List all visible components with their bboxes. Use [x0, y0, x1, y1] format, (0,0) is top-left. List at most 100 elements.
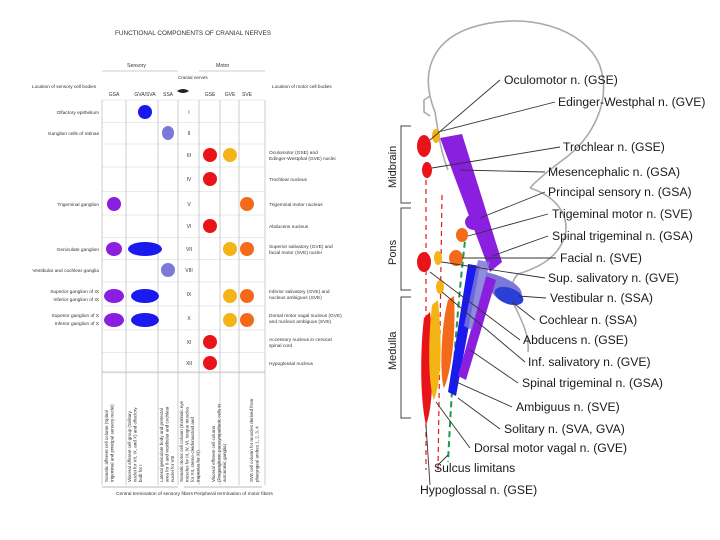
cranial-nerves-header: Cranial nerves	[178, 75, 208, 80]
eye-icon	[177, 89, 189, 93]
footer-peripheral: Peripheral termination of motor fibers	[194, 491, 274, 497]
region-midbrain: Midbrain	[387, 146, 399, 188]
region-medulla: Medulla	[387, 331, 399, 370]
region-brackets	[400, 125, 411, 419]
label-ambiguus: Ambiguus n. (SVE)	[516, 400, 620, 414]
brainstem-diagram: Midbrain Pons Medulla	[387, 20, 705, 497]
motor-location: Trigeminal motor nucleus	[269, 202, 323, 208]
nerve-numeral: IX	[187, 292, 192, 298]
leader-lines	[425, 79, 561, 486]
label-solitary: Solitary n. (SVA, GVA)	[504, 422, 625, 436]
nerve-numeral: III	[187, 153, 191, 159]
motor-location: Hypoglossal nucleus	[269, 361, 314, 367]
superior-salivatory-nucleus	[434, 251, 442, 265]
motor-location: Trochlear nucleus	[269, 177, 308, 183]
nucleus-dot-gse	[203, 356, 217, 370]
nucleus-dot-ssa	[162, 126, 174, 140]
label-vestibular: Vestibular n. (SSA)	[550, 291, 653, 305]
column-note: Lateral geniculate body and pretectalare…	[159, 406, 175, 482]
label-spinal-trigeminal-pons: Spinal trigeminal n. (GSA)	[552, 229, 693, 243]
nerve-numeral: VI	[187, 224, 192, 230]
motor-location-header: Location of motor cell bodies	[272, 84, 332, 89]
column-header-gse: GSE	[205, 92, 216, 98]
nerve-numeral: IV	[187, 177, 192, 183]
column-notes: Somatic afferent cell column (Spinaltrig…	[104, 398, 260, 482]
nerve-numeral: VII	[186, 247, 192, 253]
nucleus-dot-gsa	[107, 197, 121, 211]
sensory-location: Vestibular and cochlear ganglia	[32, 268, 99, 274]
label-spinal-trigeminal-medulla: Spinal trigeminal n. (GSA)	[522, 376, 663, 390]
sensory-location: Trigeminal ganglion	[57, 202, 99, 208]
label-edinger-westphal: Edinger-Westphal n. (GVE)	[558, 95, 705, 109]
ambiguus-nucleus	[441, 296, 455, 388]
sensory-location: Geniculate ganglion	[57, 247, 100, 253]
label-oculomotor: Oculomotor n. (GSE)	[504, 73, 618, 87]
edinger-westphal-nucleus	[432, 129, 440, 143]
nucleus-dot-gva_sva	[138, 105, 152, 119]
nerve-numeral: II	[188, 131, 191, 137]
footer-central: Central termination of sensory fibers	[116, 491, 194, 497]
nucleus-dot-gva_sva	[128, 242, 162, 256]
nucleus-dot-gse	[203, 219, 217, 233]
nerve-numeral: V	[187, 202, 191, 208]
sensory-header: Sensory	[127, 63, 146, 69]
nucleus-dot-sve	[240, 242, 254, 256]
column-note: Somatic afferent cell column (Spinaltrig…	[104, 404, 115, 482]
chart-title: FUNCTIONAL COMPONENTS OF CRANIAL NERVES	[115, 30, 271, 37]
column-header-gsa: GSA	[109, 92, 120, 98]
column-note: Somatic motor cell column (Extrinsic eye…	[179, 400, 201, 482]
nucleus-dot-gve	[223, 148, 237, 162]
nerve-numeral: X	[187, 316, 191, 322]
dorsal-motor-vagal-nucleus	[429, 300, 441, 400]
functional-components-chart: FUNCTIONAL COMPONENTS OF CRANIAL NERVES …	[32, 30, 342, 497]
inferior-salivatory-nucleus	[436, 280, 444, 294]
label-trigeminal-motor: Trigeminal motor n. (SVE)	[552, 207, 692, 221]
motor-location: Abducens nucleus	[269, 224, 309, 230]
sulcus-limitans-line	[447, 231, 467, 463]
column-note: Visceral afferent cell group (Solitarynu…	[127, 407, 143, 482]
nerve-numeral: VIII	[185, 268, 193, 274]
nucleus-dot-gve	[223, 313, 237, 327]
nuclei	[417, 129, 524, 425]
motor-header: Motor	[216, 63, 230, 69]
mesencephalic-nucleus	[440, 134, 502, 272]
nerve-numeral: I	[188, 110, 189, 116]
nucleus-dot-gsa	[104, 313, 124, 327]
column-header-gve: GVE	[225, 92, 236, 98]
label-inf-salivatory: Inf. salivatory n. (GVE)	[528, 355, 651, 369]
label-facial: Facial n. (SVE)	[560, 251, 642, 265]
nucleus-dot-gse	[203, 172, 217, 186]
column-header-ssa: SSA	[163, 92, 174, 98]
label-sup-salivatory: Sup. salivatory n. (GVE)	[548, 271, 679, 285]
sensory-location-header: Location of sensory cell bodies	[32, 84, 97, 89]
nucleus-dot-sve	[240, 313, 254, 327]
sensory-location: Ganglion cells of retinas	[48, 131, 100, 137]
spinal-trigeminal-nucleus	[458, 276, 496, 380]
nucleus-dot-gsa	[106, 242, 122, 256]
sensory-location: Olfactory epithelium	[57, 110, 99, 116]
facial-nucleus	[449, 250, 463, 266]
label-trochlear: Trochlear n. (GSE)	[563, 140, 665, 154]
column-note: SVE cell column for muscles derived from…	[249, 398, 260, 482]
nerve-numeral: XII	[186, 361, 192, 367]
nucleus-dot-sve	[240, 289, 254, 303]
label-dorsal-motor-vagal: Dorsal motor vagal n. (GVE)	[474, 441, 627, 455]
motor-location: Dorsal motor vagal nucleus (GVE)and nucl…	[269, 313, 342, 325]
trigeminal-motor-nucleus	[456, 228, 468, 242]
nucleus-dot-gve	[223, 242, 237, 256]
nucleus-dot-gsa	[104, 289, 124, 303]
label-abducens: Abducens n. (GSE)	[523, 333, 628, 347]
nucleus-markers	[104, 105, 254, 370]
abducens-nucleus	[417, 252, 431, 272]
nucleus-labels: Oculomotor n. (GSE) Edinger-Westphal n. …	[420, 73, 705, 497]
column-header-sve: SVE	[242, 92, 253, 98]
label-principal-sensory: Principal sensory n. (GSA)	[548, 185, 692, 199]
cochlear-nucleus	[494, 286, 524, 306]
